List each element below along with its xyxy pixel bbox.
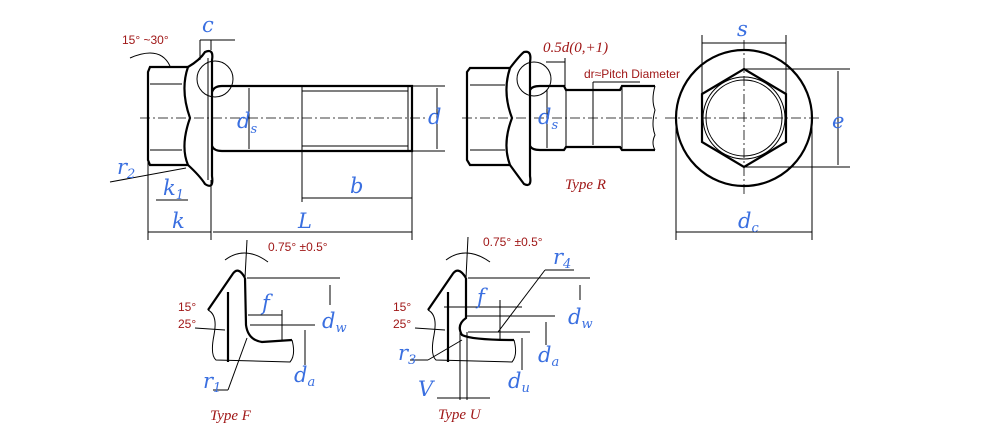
- head-angle-label: 15° ~30°: [122, 33, 169, 47]
- type-u-angle-label: 0.75° ±0.5°: [483, 235, 543, 249]
- type-f-da-label: da: [294, 363, 315, 390]
- ds-label: ds: [237, 109, 257, 137]
- type-u-f-label: f: [475, 285, 488, 309]
- type-r-ds-label: ds: [538, 105, 558, 133]
- type-f-f-label: f: [260, 291, 273, 315]
- type-f-detail: 0.75° ±0.5° 15° 25° f dw r1 da Type F: [178, 239, 347, 424]
- type-u-detail: 0.75° ±0.5° r4 15° 25° f dw r3 da du V T…: [393, 235, 593, 423]
- type-f-r1-label: r1: [203, 369, 221, 396]
- type-u-25-label: 25°: [393, 317, 411, 331]
- pitch-diameter-label: dr≈Pitch Diameter: [584, 67, 680, 81]
- type-u-da-label: da: [538, 343, 559, 370]
- L-label: L: [297, 209, 312, 233]
- type-r-title: Type R: [565, 177, 606, 193]
- type-f-dw-label: dw: [322, 309, 347, 336]
- dc-label: dc: [738, 209, 759, 236]
- type-u-du-label: du: [508, 369, 530, 396]
- type-f-15-label: 15°: [178, 300, 196, 314]
- type-f-25-label: 25°: [178, 317, 196, 331]
- main-bolt-view: 15° ~30° c ds d r2 k1 k b L: [109, 13, 445, 240]
- s-label: s: [737, 17, 748, 41]
- type-u-title: Type U: [438, 407, 482, 423]
- type-u-r4-label: r4: [553, 245, 571, 272]
- d-label: d: [428, 105, 441, 129]
- type-f-angle-label: 0.75° ±0.5°: [268, 240, 328, 254]
- type-f-title: Type F: [210, 408, 252, 424]
- end-view: s e dc: [665, 17, 850, 240]
- type-r-view: 0.5d(0,+1) dr≈Pitch Diameter ds Type R: [462, 40, 680, 193]
- reduced-length-label: 0.5d(0,+1): [543, 40, 608, 56]
- e-label: e: [832, 109, 844, 133]
- c-label: c: [202, 13, 214, 37]
- type-u-15-label: 15°: [393, 300, 411, 314]
- type-u-v-label: V: [418, 377, 435, 401]
- k-label: k: [172, 209, 185, 233]
- type-u-r3-label: r3: [398, 341, 416, 368]
- b-label: b: [350, 174, 363, 198]
- k1-label: k1: [163, 176, 184, 203]
- r2-label: r2: [117, 155, 135, 182]
- type-u-dw-label: dw: [568, 305, 593, 332]
